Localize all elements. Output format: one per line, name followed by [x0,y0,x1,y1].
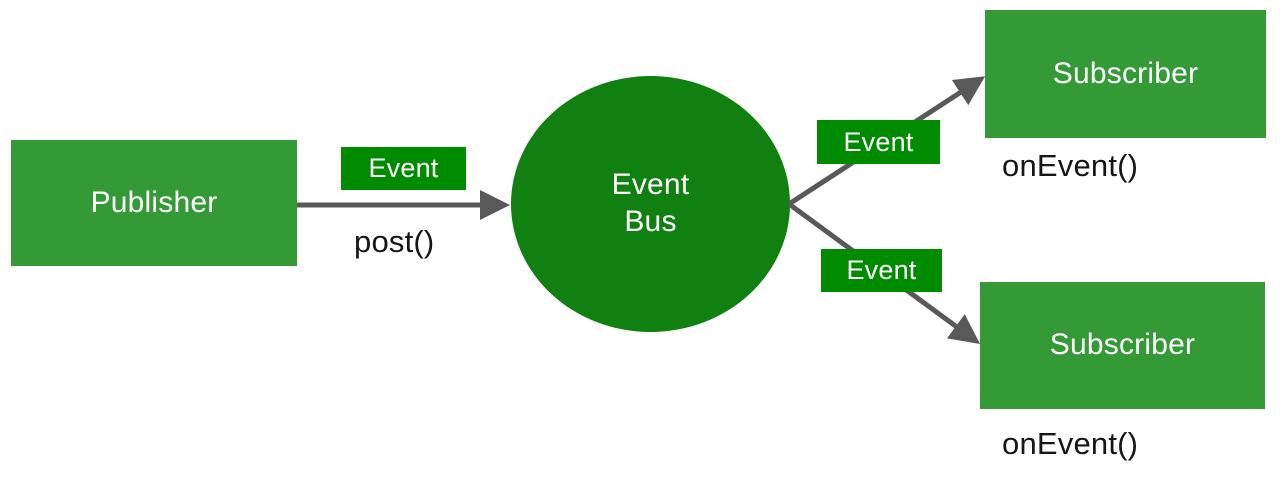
edge-label-event-top: Event [817,120,940,164]
method-label-on-event-bottom: onEvent() [1002,426,1139,461]
node-publisher-label: Publisher [90,185,218,219]
method-label-on-event-top: onEvent() [1002,148,1139,183]
node-event-bus-label-line1: Event [611,168,690,202]
node-subscriber-top[interactable]: Subscriber [985,10,1266,138]
node-event-bus-label-line2: Bus [624,205,677,238]
edge-label-event-bottom: Event [821,249,942,292]
node-publisher[interactable]: Publisher [11,140,297,266]
node-subscriber-top-label: Subscriber [1052,56,1199,90]
node-subscriber-bottom-label: Subscriber [1049,328,1196,362]
method-label-post: post() [354,224,435,259]
node-event-bus[interactable]: Event Bus [511,76,790,332]
edge-label-event-post: Event [341,147,466,190]
node-subscriber-bottom[interactable]: Subscriber [980,282,1265,409]
